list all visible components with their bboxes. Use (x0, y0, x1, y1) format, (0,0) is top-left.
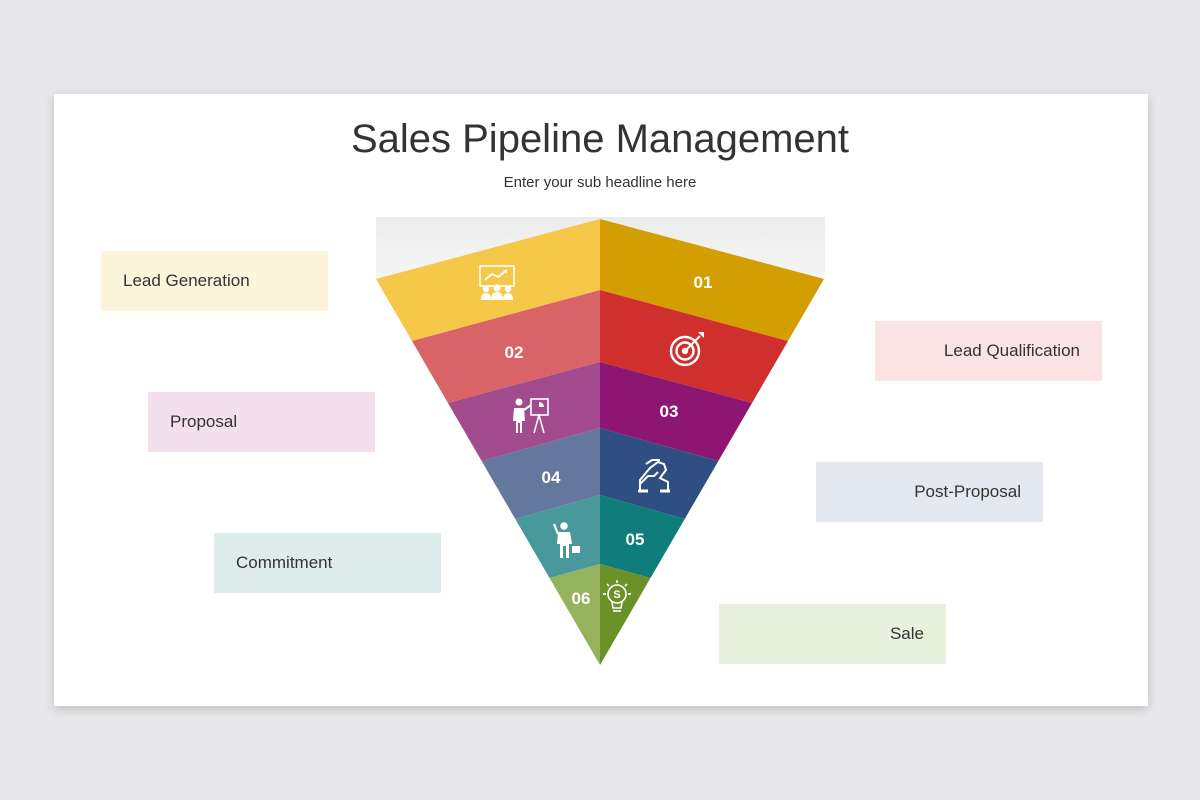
stage-label-6: Sale (889, 624, 924, 643)
stage-number-3: 03 (660, 402, 679, 421)
stage-label-3: Proposal (170, 412, 238, 431)
stage-label-box-4: Post-Proposal (816, 462, 1043, 522)
funnel-segment-2-left (411, 290, 600, 403)
stage-number-6: 06 (572, 589, 591, 608)
stage-label-box-2: Lead Qualification (875, 321, 1102, 381)
stage-label-box-1: Lead Generation (101, 251, 328, 311)
presenter-chart-icon (513, 398, 549, 434)
funnel-segment-6-left (549, 564, 600, 665)
funnel-segment-5-right (600, 495, 685, 578)
page-subtitle: Enter your sub headline here (503, 174, 697, 191)
funnel-segment-3-right (600, 362, 753, 461)
stage-number-1: 01 (694, 273, 713, 292)
page-title: Sales Pipeline Management (350, 117, 850, 161)
handshake-icon (638, 459, 670, 493)
stage-label-box-3: Proposal (148, 392, 375, 452)
funnel-segment-4-right (600, 428, 719, 519)
svg-text:S: S (613, 589, 620, 601)
funnel-segment-1-right (600, 219, 824, 341)
funnel-segment-2-right (600, 290, 789, 403)
businessman-icon (552, 522, 580, 558)
stage-number-2: 02 (505, 343, 524, 362)
target-icon (669, 332, 704, 367)
stage-label-4: Post-Proposal (914, 482, 1021, 501)
stage-number-4: 04 (542, 468, 561, 487)
stage-label-2: Lead Qualification (943, 341, 1080, 360)
money-bulb-icon: S (603, 580, 631, 612)
funnel-segment-4-left (481, 428, 600, 519)
funnel-segment-1-left (376, 219, 600, 341)
stage-label-1: Lead Generation (123, 271, 250, 290)
presentation-growth-icon (479, 265, 515, 300)
stage-label-box-6: Sale (719, 604, 946, 664)
stage-label-box-5: Commitment (214, 533, 441, 593)
stage-label-5: Commitment (236, 553, 333, 572)
stage-number-5: 05 (626, 530, 645, 549)
funnel-segment-6-right (600, 564, 651, 665)
